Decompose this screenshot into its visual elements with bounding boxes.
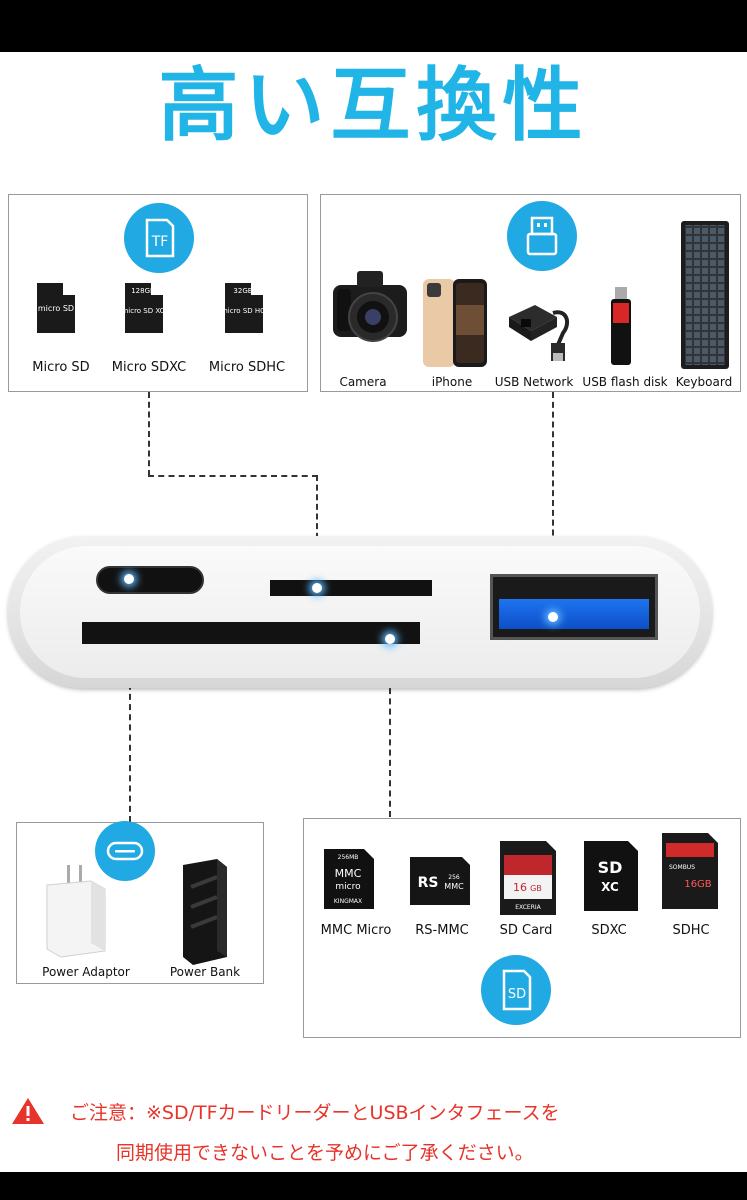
sd-card-slot — [82, 622, 420, 644]
micro-sdhc-card-image: 32GB micro SD HC — [221, 283, 265, 333]
sd-card-image: 16 GB EXCERIA — [500, 841, 556, 915]
top-black-bar — [0, 0, 747, 52]
sd-item-label: MMC Micro — [320, 923, 392, 938]
sd-card-icon: SD — [502, 969, 532, 1011]
power-bank-image — [183, 859, 227, 965]
sdxc-card-image: SD XC — [584, 841, 638, 911]
camera-image — [333, 271, 407, 342]
power-adaptor-image — [46, 865, 106, 958]
micro-sd-card-image: micro SD — [37, 283, 75, 333]
svg-text:MMC: MMC — [335, 867, 362, 880]
usb-network-adapter-image — [509, 305, 570, 361]
connector-line — [316, 475, 318, 587]
usb-flash-disk-image — [611, 287, 631, 365]
power-badge — [95, 821, 155, 881]
sdhc-card-image: SOMBUS 16GB — [662, 833, 718, 909]
svg-text:micro SD HC: micro SD HC — [221, 307, 265, 315]
warning-note-line2: 同期使用できないことを予めにご了承ください。 — [116, 1142, 534, 1164]
svg-text:16GB: 16GB — [684, 879, 711, 890]
sd-badge: SD — [481, 955, 551, 1025]
svg-text:256: 256 — [448, 874, 460, 881]
mmc-micro-card-image: 256MB MMC micro KINGMAX — [324, 849, 374, 909]
svg-text:MMC: MMC — [444, 882, 464, 891]
svg-text:32GB: 32GB — [233, 287, 252, 295]
micro-sdxc-card-image: 128GB micro SD XC — [121, 283, 165, 333]
svg-text:RS: RS — [418, 875, 439, 891]
svg-text:GB: GB — [530, 884, 542, 893]
bottom-black-bar — [0, 1172, 747, 1200]
iphone-image — [423, 279, 487, 367]
svg-text:KINGMAX: KINGMAX — [334, 898, 362, 905]
usb-item-label: USB flash disk — [582, 375, 668, 389]
tf-card-slot — [270, 580, 432, 596]
usb-item-label: USB Network — [494, 375, 574, 389]
svg-text:EXCERIA: EXCERIA — [515, 904, 541, 911]
svg-text:16: 16 — [513, 881, 527, 894]
svg-text:micro: micro — [335, 882, 361, 892]
connector-line — [148, 475, 318, 477]
sd-item-label: SDXC — [591, 923, 627, 938]
card-reader-adapter — [8, 536, 712, 688]
svg-text:SD: SD — [598, 858, 623, 877]
usb-item-label: Keyboard — [675, 375, 733, 389]
connector-line — [129, 582, 131, 822]
usb-item-label: Camera — [339, 375, 387, 389]
svg-text:micro SD XC: micro SD XC — [121, 307, 164, 315]
usb-item-label: iPhone — [431, 375, 473, 389]
svg-text:SD: SD — [508, 987, 526, 1002]
tf-item-label: Micro SDHC — [208, 360, 286, 375]
svg-text:SOMBUS: SOMBUS — [669, 864, 695, 871]
svg-text:TF: TF — [151, 234, 169, 250]
svg-text:256MB: 256MB — [338, 854, 359, 861]
connector-line — [148, 392, 150, 476]
connector-line — [389, 637, 391, 817]
warning-icon — [12, 1098, 44, 1124]
power-compat-box: Power Adaptor Power Bank — [16, 821, 264, 984]
rs-mmc-card-image: RS 256 MMC — [410, 857, 470, 905]
svg-text:XC: XC — [601, 880, 619, 894]
usb-c-port — [96, 566, 204, 594]
tf-item-label: Micro SD — [32, 360, 90, 375]
usb-c-icon — [106, 841, 144, 861]
usb-badge — [507, 201, 577, 271]
usb-a-port — [490, 574, 658, 640]
tf-card-icon: TF — [145, 218, 175, 258]
svg-text:128GB: 128GB — [131, 287, 155, 295]
sd-item-label: SDHC — [672, 923, 710, 938]
svg-text:micro SD: micro SD — [38, 304, 74, 313]
warning-note-line1: ご注意：※SD/TFカードリーダーとUSBインタフェースを — [70, 1102, 560, 1124]
usb-compat-box: Camera iPhone USB Network USB flash disk… — [320, 194, 741, 392]
power-item-label: Power Adaptor — [42, 965, 130, 979]
keyboard-image — [681, 221, 729, 369]
sd-item-label: RS-MMC — [415, 923, 469, 938]
sd-compat-box: 256MB MMC micro KINGMAX RS 256 MMC 16 GB… — [303, 818, 741, 1038]
connector-line — [552, 392, 554, 614]
tf-item-label: Micro SDXC — [111, 360, 187, 375]
sd-item-label: SD Card — [499, 923, 553, 938]
tf-badge: TF — [124, 203, 194, 273]
page-title: 高い互換性 — [158, 59, 589, 152]
tf-compat-box: TF micro SD 128GB micro SD XC 32GB micro… — [8, 194, 308, 392]
power-item-label: Power Bank — [169, 965, 241, 979]
usb-plug-icon — [526, 216, 558, 256]
